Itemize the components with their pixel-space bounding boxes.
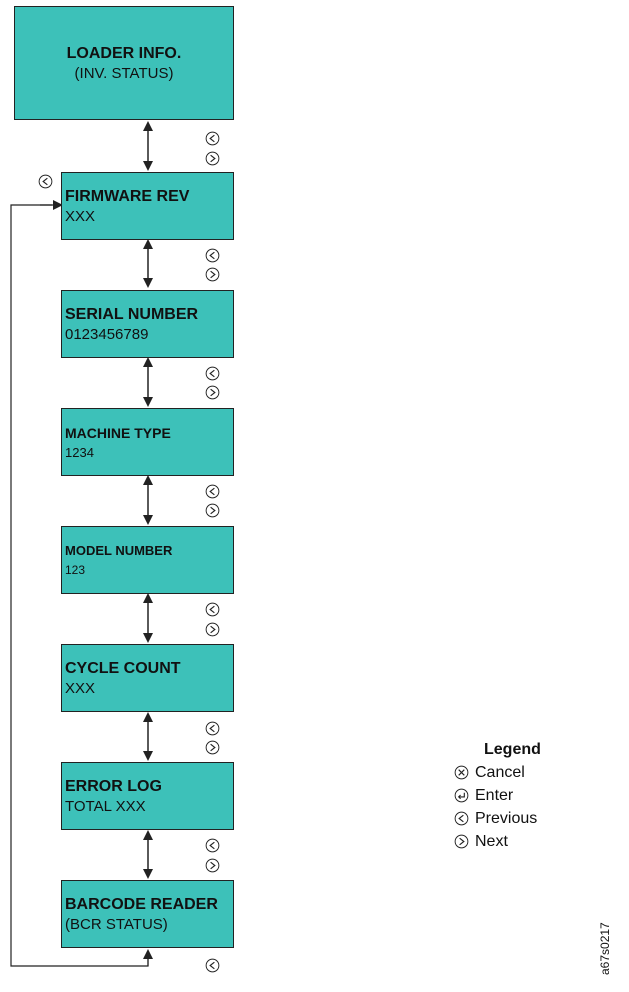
- menu-box-barcode-reader: BARCODE READER (BCR STATUS): [61, 880, 234, 948]
- box-title: LOADER INFO.: [66, 44, 182, 62]
- legend-title: Legend: [484, 741, 541, 758]
- previous-icon: [205, 366, 220, 381]
- box-title: SERIAL NUMBER: [65, 305, 199, 323]
- box-title: ERROR LOG: [65, 777, 162, 795]
- next-icon: [205, 622, 220, 637]
- box-value: 123: [65, 562, 86, 577]
- next-icon: [205, 151, 220, 166]
- legend-label: Previous: [475, 810, 538, 827]
- next-icon: [454, 834, 469, 849]
- previous-icon: [205, 838, 220, 853]
- box-value: 1234: [65, 444, 94, 460]
- menu-box-machine-type: MACHINE TYPE 1234: [61, 408, 234, 476]
- legend-item-previous: Previous: [454, 807, 541, 830]
- previous-icon: [205, 484, 220, 499]
- next-icon: [205, 267, 220, 282]
- previous-icon: [38, 174, 53, 189]
- previous-icon: [205, 131, 220, 146]
- next-icon: [205, 503, 220, 518]
- legend-item-next: Next: [454, 830, 541, 853]
- legend: Legend Cancel Enter Previous Next: [454, 738, 541, 853]
- cancel-icon: [454, 765, 469, 780]
- next-icon: [205, 858, 220, 873]
- previous-icon: [454, 811, 469, 826]
- box-title: FIRMWARE REV: [65, 187, 190, 205]
- box-value: XXX: [65, 679, 96, 697]
- box-title: MACHINE TYPE: [65, 424, 171, 441]
- figure-id: a67s0217: [598, 922, 612, 975]
- box-value: TOTAL XXX: [65, 797, 146, 815]
- menu-box-loader-info: LOADER INFO. (INV. STATUS): [14, 6, 234, 120]
- next-icon: [205, 385, 220, 400]
- previous-icon: [205, 721, 220, 736]
- menu-box-firmware-rev: FIRMWARE REV XXX: [61, 172, 234, 240]
- box-title: BARCODE READER: [65, 895, 218, 913]
- menu-box-error-log: ERROR LOG TOTAL XXX: [61, 762, 234, 830]
- previous-icon: [205, 602, 220, 617]
- box-value: (INV. STATUS): [74, 64, 174, 82]
- legend-item-cancel: Cancel: [454, 761, 541, 784]
- box-value: 0123456789: [65, 325, 149, 343]
- menu-box-cycle-count: CYCLE COUNT XXX: [61, 644, 234, 712]
- legend-label: Next: [475, 833, 508, 850]
- box-value: (BCR STATUS): [65, 915, 168, 933]
- enter-icon: [454, 788, 469, 803]
- previous-icon: [205, 958, 220, 973]
- menu-box-model-number: MODEL NUMBER 123: [61, 526, 234, 594]
- legend-item-enter: Enter: [454, 784, 541, 807]
- legend-label: Cancel: [475, 764, 525, 781]
- box-title: CYCLE COUNT: [65, 659, 181, 677]
- legend-label: Enter: [475, 787, 514, 804]
- next-icon: [205, 740, 220, 755]
- box-value: XXX: [65, 207, 96, 225]
- menu-box-serial-number: SERIAL NUMBER 0123456789: [61, 290, 234, 358]
- previous-icon: [205, 248, 220, 263]
- box-title: MODEL NUMBER: [65, 542, 173, 558]
